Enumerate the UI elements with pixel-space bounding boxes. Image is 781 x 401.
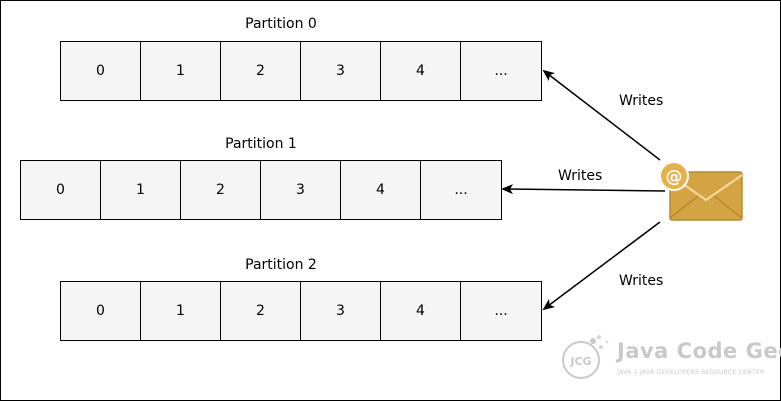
partition-0-title: Partition 0: [245, 16, 317, 32]
partition-1-cell-1: 1: [101, 161, 181, 219]
jcg-logo-icon: JCG: [562, 335, 609, 379]
writes-label-top: Writes: [619, 93, 664, 109]
partition-1-title: Partition 1: [225, 136, 297, 152]
partition-2-cell-3: 3: [301, 282, 381, 340]
partition-0-cell-3: 3: [301, 42, 381, 100]
svg-text:JCG: JCG: [569, 355, 591, 368]
partition-1-cell-5: ...: [454, 182, 468, 198]
partition-0-cell-4: 4: [381, 42, 461, 100]
partition-2-cell-0: 0: [61, 282, 141, 340]
email-icon: @: [659, 161, 743, 221]
partition-2-cell-5: ...: [494, 303, 508, 319]
watermark-brand: Java Code Geeks: [617, 339, 781, 363]
writes-label-bottom: Writes: [619, 273, 664, 289]
watermark-tagline: JAVA 2 JAVA DEVELOPERS RESOURCE CENTER: [617, 369, 765, 376]
partition-1-cell-0: 0: [21, 161, 101, 219]
partition-2-cell-1: 1: [141, 282, 221, 340]
partition-2: 0 1 2 3 4 ...: [60, 281, 542, 341]
partition-2-cell-4: 4: [381, 282, 461, 340]
partition-1-cell-3: 3: [261, 161, 341, 219]
writes-label-middle: Writes: [558, 168, 603, 184]
partition-0-cell-1: 1: [141, 42, 221, 100]
arrow-top: [542, 69, 661, 161]
partition-1: 0 1 2 3 4 ...: [20, 160, 502, 220]
arrow-middle: [501, 184, 666, 195]
partition-1-cell-4: 4: [341, 161, 421, 219]
partition-0-cell-2: 2: [221, 42, 301, 100]
partition-2-title: Partition 2: [245, 257, 317, 273]
at-symbol: @: [666, 167, 683, 187]
watermark: JCG Java Code Geeks JAVA 2 JAVA DEVELOPE…: [555, 333, 781, 388]
partition-2-cell-2: 2: [221, 282, 301, 340]
partition-0: 0 1 2 3 4 ...: [60, 41, 542, 101]
arrow-bottom: [542, 221, 661, 311]
partition-0-cell-0: 0: [61, 42, 141, 100]
partition-1-cell-2: 2: [181, 161, 261, 219]
partition-0-cell-5: ...: [494, 63, 508, 79]
